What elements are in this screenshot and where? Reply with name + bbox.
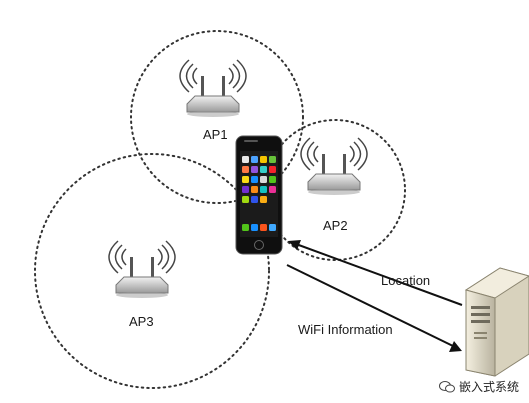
wifi-information-label: WiFi Information [298, 322, 393, 337]
ap2-label: AP2 [323, 218, 348, 233]
router-icon [108, 240, 176, 299]
smartphone-icon [235, 135, 283, 255]
wifi-information-arrow [286, 264, 462, 352]
watermark-text: 嵌入式系统 [458, 380, 519, 394]
ap3-label: AP3 [129, 314, 154, 329]
server-icon [464, 267, 529, 377]
router-icon [179, 59, 247, 118]
watermark: 嵌入式系统 [438, 378, 519, 395]
router-icon [300, 137, 368, 196]
location-arrow [288, 240, 463, 306]
ap1-label: AP1 [203, 127, 228, 142]
wechat-icon [438, 380, 455, 392]
ap3-coverage-circle [34, 153, 270, 389]
ap1-coverage-circle [130, 30, 304, 204]
location-label: Location [381, 273, 431, 288]
